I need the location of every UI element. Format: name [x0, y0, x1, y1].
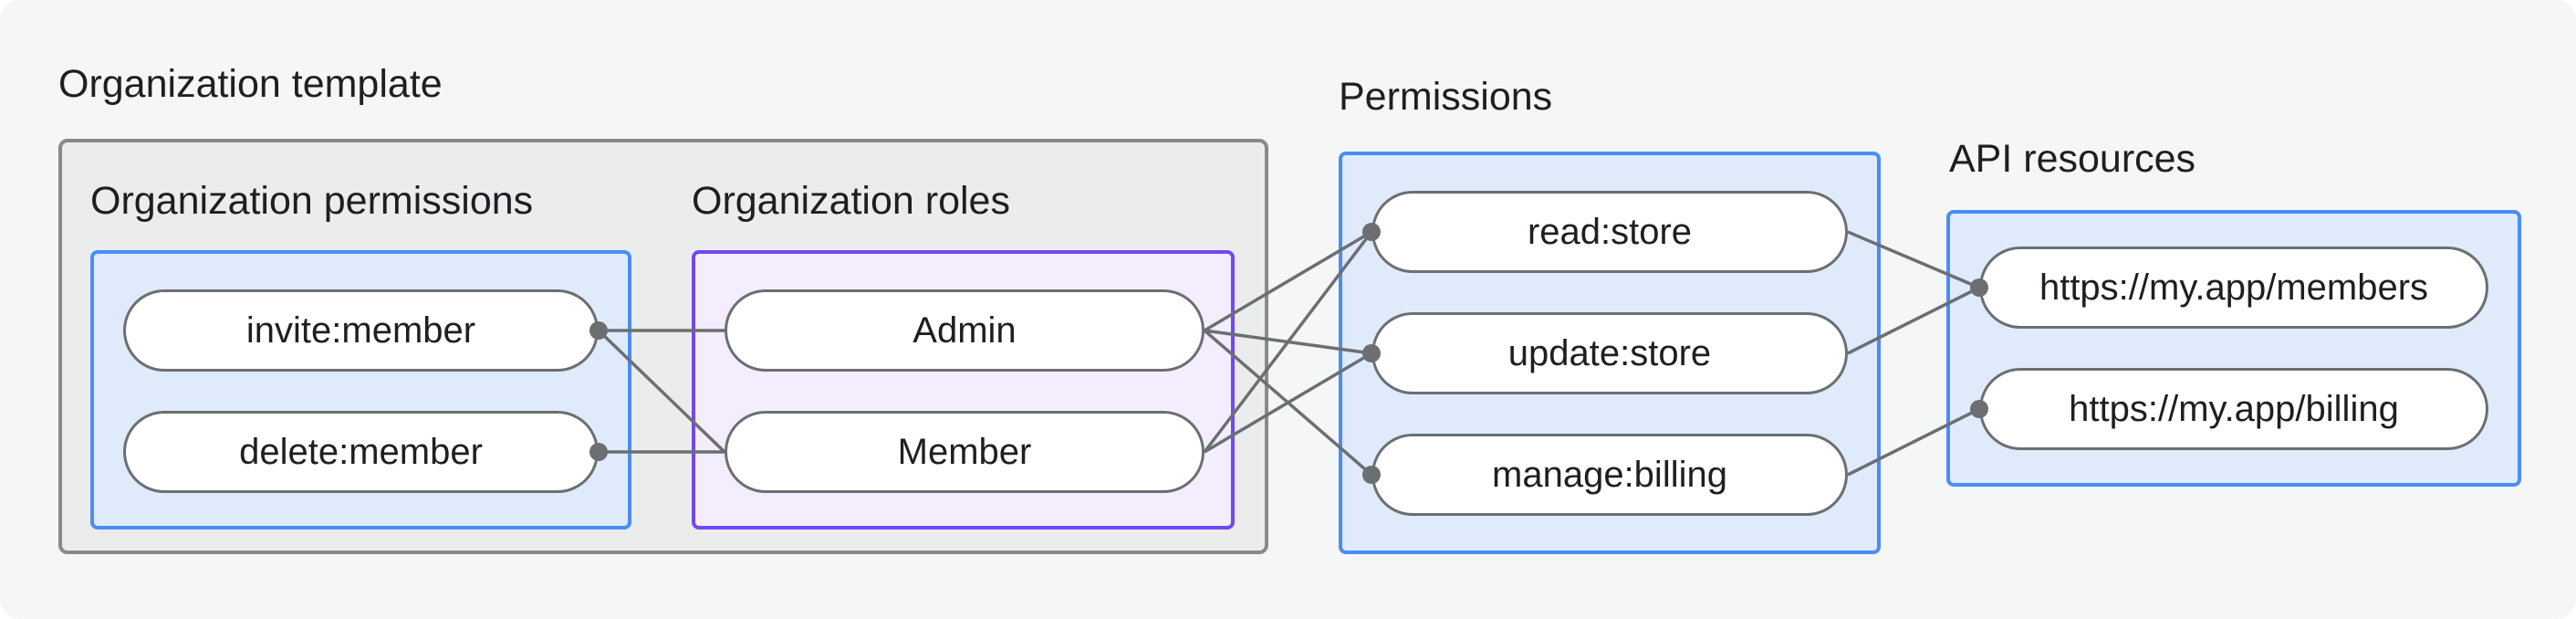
node-invite-member: invite:member	[123, 289, 599, 372]
node-read-store: read:store	[1371, 191, 1848, 273]
node-delete-member: delete:member	[123, 411, 599, 493]
node-billing-api-url: https://my.app/billing	[1979, 368, 2488, 450]
node-member: Member	[725, 411, 1205, 493]
node-admin: Admin	[725, 289, 1205, 372]
organization-template-label: Organization template	[58, 62, 443, 106]
organization-roles-label: Organization roles	[692, 179, 1010, 223]
permissions-label: Permissions	[1339, 75, 1553, 119]
node-members-api-url: https://my.app/members	[1979, 247, 2488, 329]
node-update-store: update:store	[1371, 312, 1848, 394]
node-manage-billing: manage:billing	[1371, 434, 1848, 516]
organization-permissions-label: Organization permissions	[90, 179, 534, 223]
api-resources-label: API resources	[1949, 137, 2196, 181]
